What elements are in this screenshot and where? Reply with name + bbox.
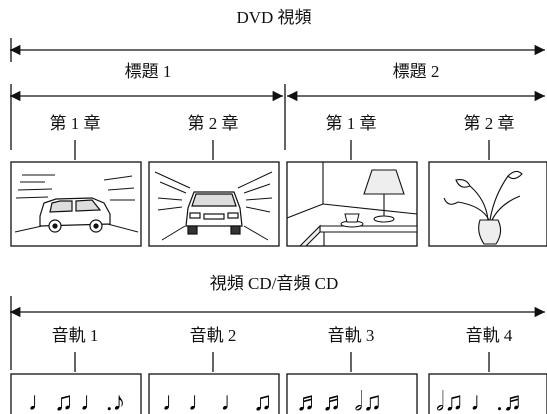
car-rear-icon (39, 197, 111, 233)
dvd-panel-3 (286, 161, 418, 247)
lamp-icon (363, 169, 405, 223)
cd-panel-1: ♩♫ ♩.♪ (10, 373, 142, 414)
cd-section-title: 視頻 CD/音頻 CD (209, 274, 339, 293)
table-icon (298, 224, 418, 247)
title-1-chapter-1-label: 第 1 章 (49, 114, 101, 133)
music-notes-icon: ♩♫ ♩.♪ (28, 387, 126, 414)
title-2-chapter-2-label: 第 2 章 (463, 114, 515, 133)
dvd-panel-4 (428, 161, 547, 247)
title-2-label: 標題 2 (392, 62, 440, 81)
dvd-video-title: DVD 視頻 (236, 8, 312, 27)
track-3-label: 音軌 3 (327, 326, 375, 345)
cd-panel-3: ♬♬ 𝅗𝅥♫ (286, 373, 418, 414)
teacup-icon (340, 213, 364, 228)
music-notes-icon: ♬♬ 𝅗𝅥♫ (296, 387, 382, 414)
car-front-icon (185, 191, 243, 235)
title-2-chapter-1-label: 第 1 章 (325, 114, 377, 133)
dvd-panel-2 (148, 161, 280, 247)
cd-panel-2: ♩♩ ♩ ♫ (148, 373, 280, 414)
plant-vase-icon (443, 170, 523, 245)
music-notes-icon: 𝅗𝅥♫ ♩.♬ (436, 387, 529, 414)
music-notes-icon: ♩♩ ♩ ♫ (162, 387, 273, 414)
track-4-label: 音軌 4 (465, 326, 513, 345)
track-2-label: 音軌 2 (189, 326, 237, 345)
title-1-label: 標題 1 (124, 62, 172, 81)
cd-panel-4: 𝅗𝅥♫ ♩.♬ (428, 373, 547, 414)
dvd-panel-1 (10, 161, 142, 247)
title-1-chapter-2-label: 第 2 章 (187, 114, 239, 133)
track-1-label: 音軌 1 (51, 326, 99, 345)
